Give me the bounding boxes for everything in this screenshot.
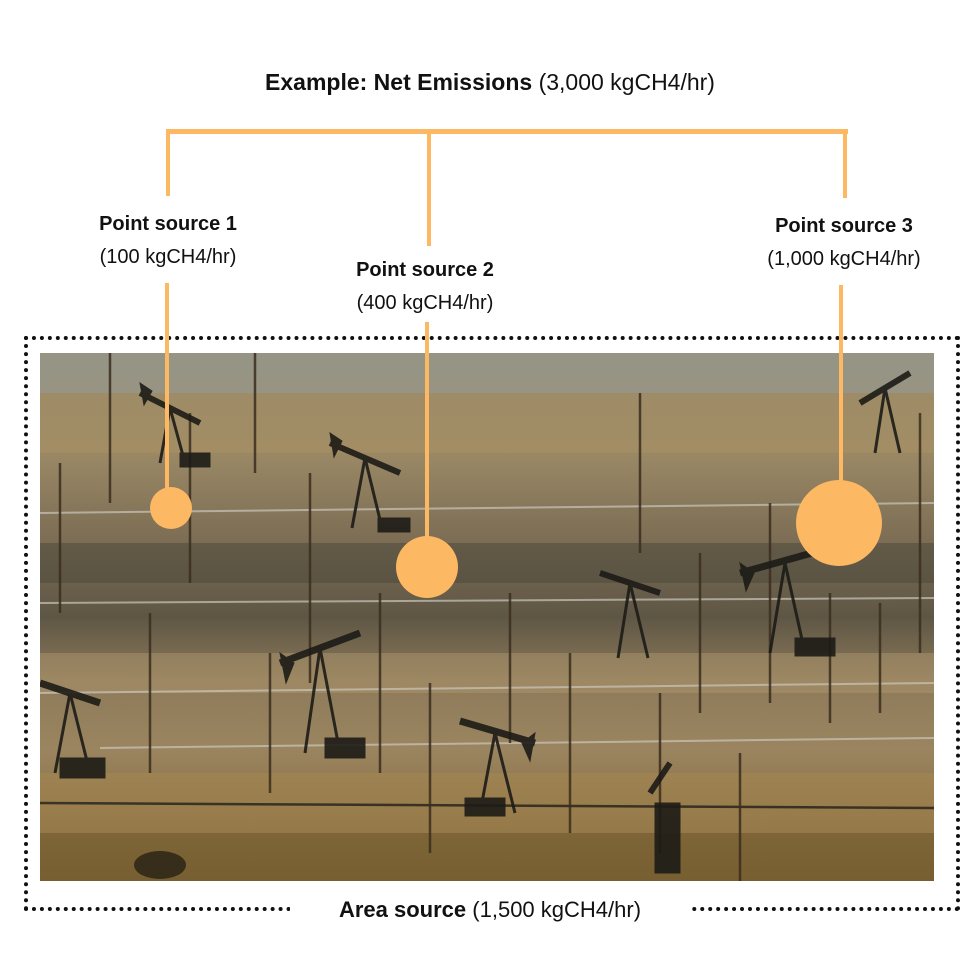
point-source-1-connector — [165, 283, 169, 493]
oil-field-illustration — [40, 353, 934, 881]
title-bold: Example: Net Emissions — [265, 69, 533, 95]
point-source-1-value: (100 kgCH4/hr) — [99, 246, 237, 268]
point-source-2-label: Point source 2 (400 kgCH4/hr) — [305, 254, 545, 320]
point-source-3-label: Point source 3 (1,000 kgCH4/hr) — [724, 210, 964, 276]
point-source-3-name: Point source 3 — [775, 215, 913, 237]
point-source-3-value: (1,000 kgCH4/hr) — [767, 248, 921, 270]
point-source-3-connector — [839, 285, 843, 485]
point-source-2-marker — [396, 536, 458, 598]
point-source-1-name: Point source 1 — [99, 213, 237, 235]
area-source-value: (1,500 kgCH4/hr) — [472, 897, 642, 922]
title-value: (3,000 kgCH4/hr) — [538, 69, 715, 95]
area-source-label: Area source (1,500 kgCH4/hr) — [0, 895, 980, 925]
bracket-right-drop — [843, 129, 847, 198]
point-source-2-connector — [425, 322, 429, 542]
bracket-horizontal-line — [166, 129, 848, 134]
bracket-left-drop — [166, 129, 170, 196]
point-source-1-label: Point source 1 (100 kgCH4/hr) — [48, 208, 288, 274]
point-source-2-name: Point source 2 — [356, 259, 494, 281]
area-label-background — [290, 892, 690, 928]
area-source-name: Area source — [338, 897, 467, 922]
point-source-2-value: (400 kgCH4/hr) — [356, 292, 494, 314]
bracket-middle-drop — [427, 132, 431, 246]
oil-field-photo — [40, 353, 934, 881]
diagram-title: Example: Net Emissions (3,000 kgCH4/hr) — [0, 67, 980, 97]
point-source-1-marker — [150, 487, 192, 529]
point-source-3-marker — [796, 480, 882, 566]
